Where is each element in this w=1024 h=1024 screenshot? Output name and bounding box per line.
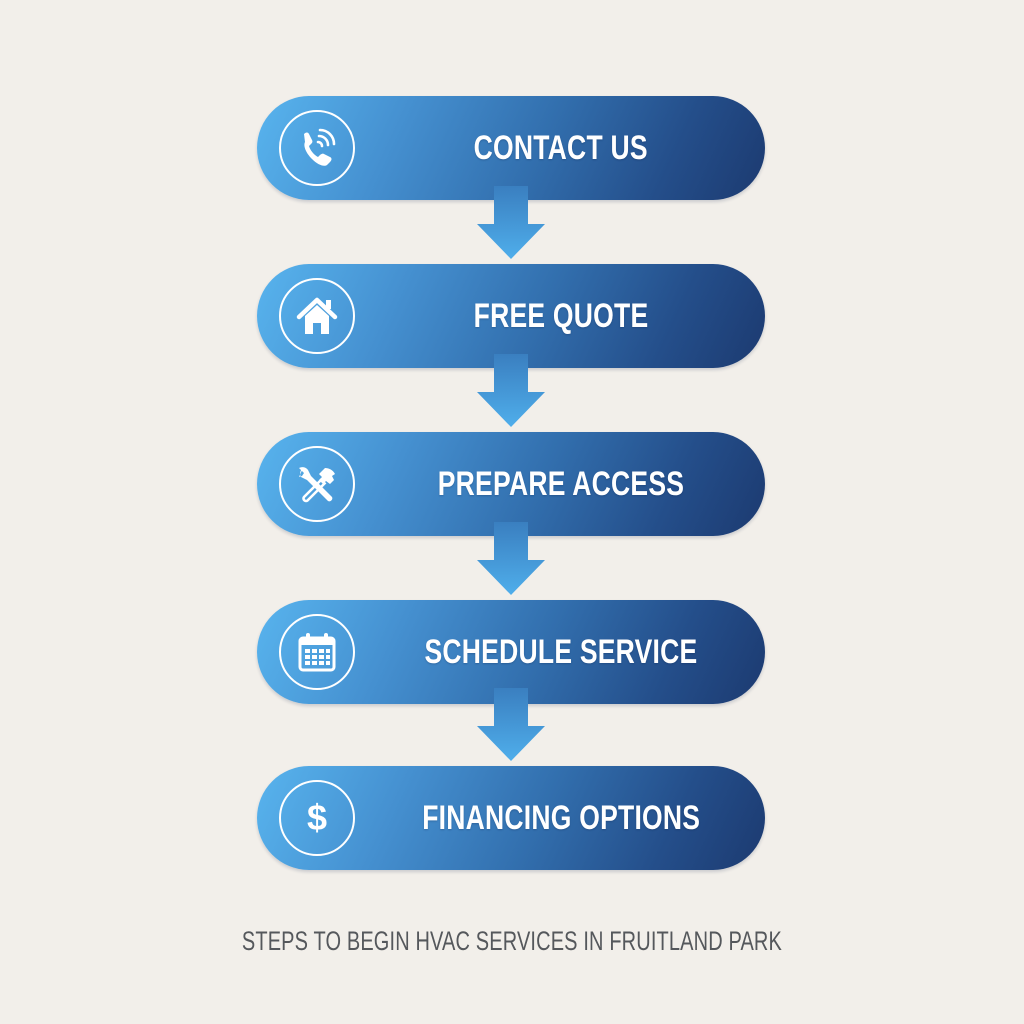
step-free-quote: FREE QUOTE [257, 264, 765, 368]
down-arrow-icon [476, 688, 546, 762]
dollar-icon: $ [279, 780, 355, 856]
caption-text: STEPS TO BEGIN HVAC SERVICES IN FRUITLAN… [241, 926, 783, 956]
step-label: PREPARE ACCESS [437, 464, 685, 503]
step-label: CONTACT US [473, 128, 649, 167]
step-label: SCHEDULE SERVICE [424, 632, 698, 671]
phone-icon [279, 110, 355, 186]
step-label: FREE QUOTE [473, 296, 649, 335]
down-arrow-icon [476, 354, 546, 428]
diagram-caption: STEPS TO BEGIN HVAC SERVICES IN FRUITLAN… [0, 926, 1024, 957]
step-contact-us: CONTACT US [257, 96, 765, 200]
step-financing-options: $ FINANCING OPTIONS [257, 766, 765, 870]
svg-text:$: $ [307, 797, 327, 838]
home-icon [279, 278, 355, 354]
calendar-icon [279, 614, 355, 690]
down-arrow-icon [476, 186, 546, 260]
step-schedule-service: SCHEDULE SERVICE [257, 600, 765, 704]
tools-icon [279, 446, 355, 522]
step-prepare-access: PREPARE ACCESS [257, 432, 765, 536]
down-arrow-icon [476, 522, 546, 596]
step-label: FINANCING OPTIONS [421, 798, 701, 837]
